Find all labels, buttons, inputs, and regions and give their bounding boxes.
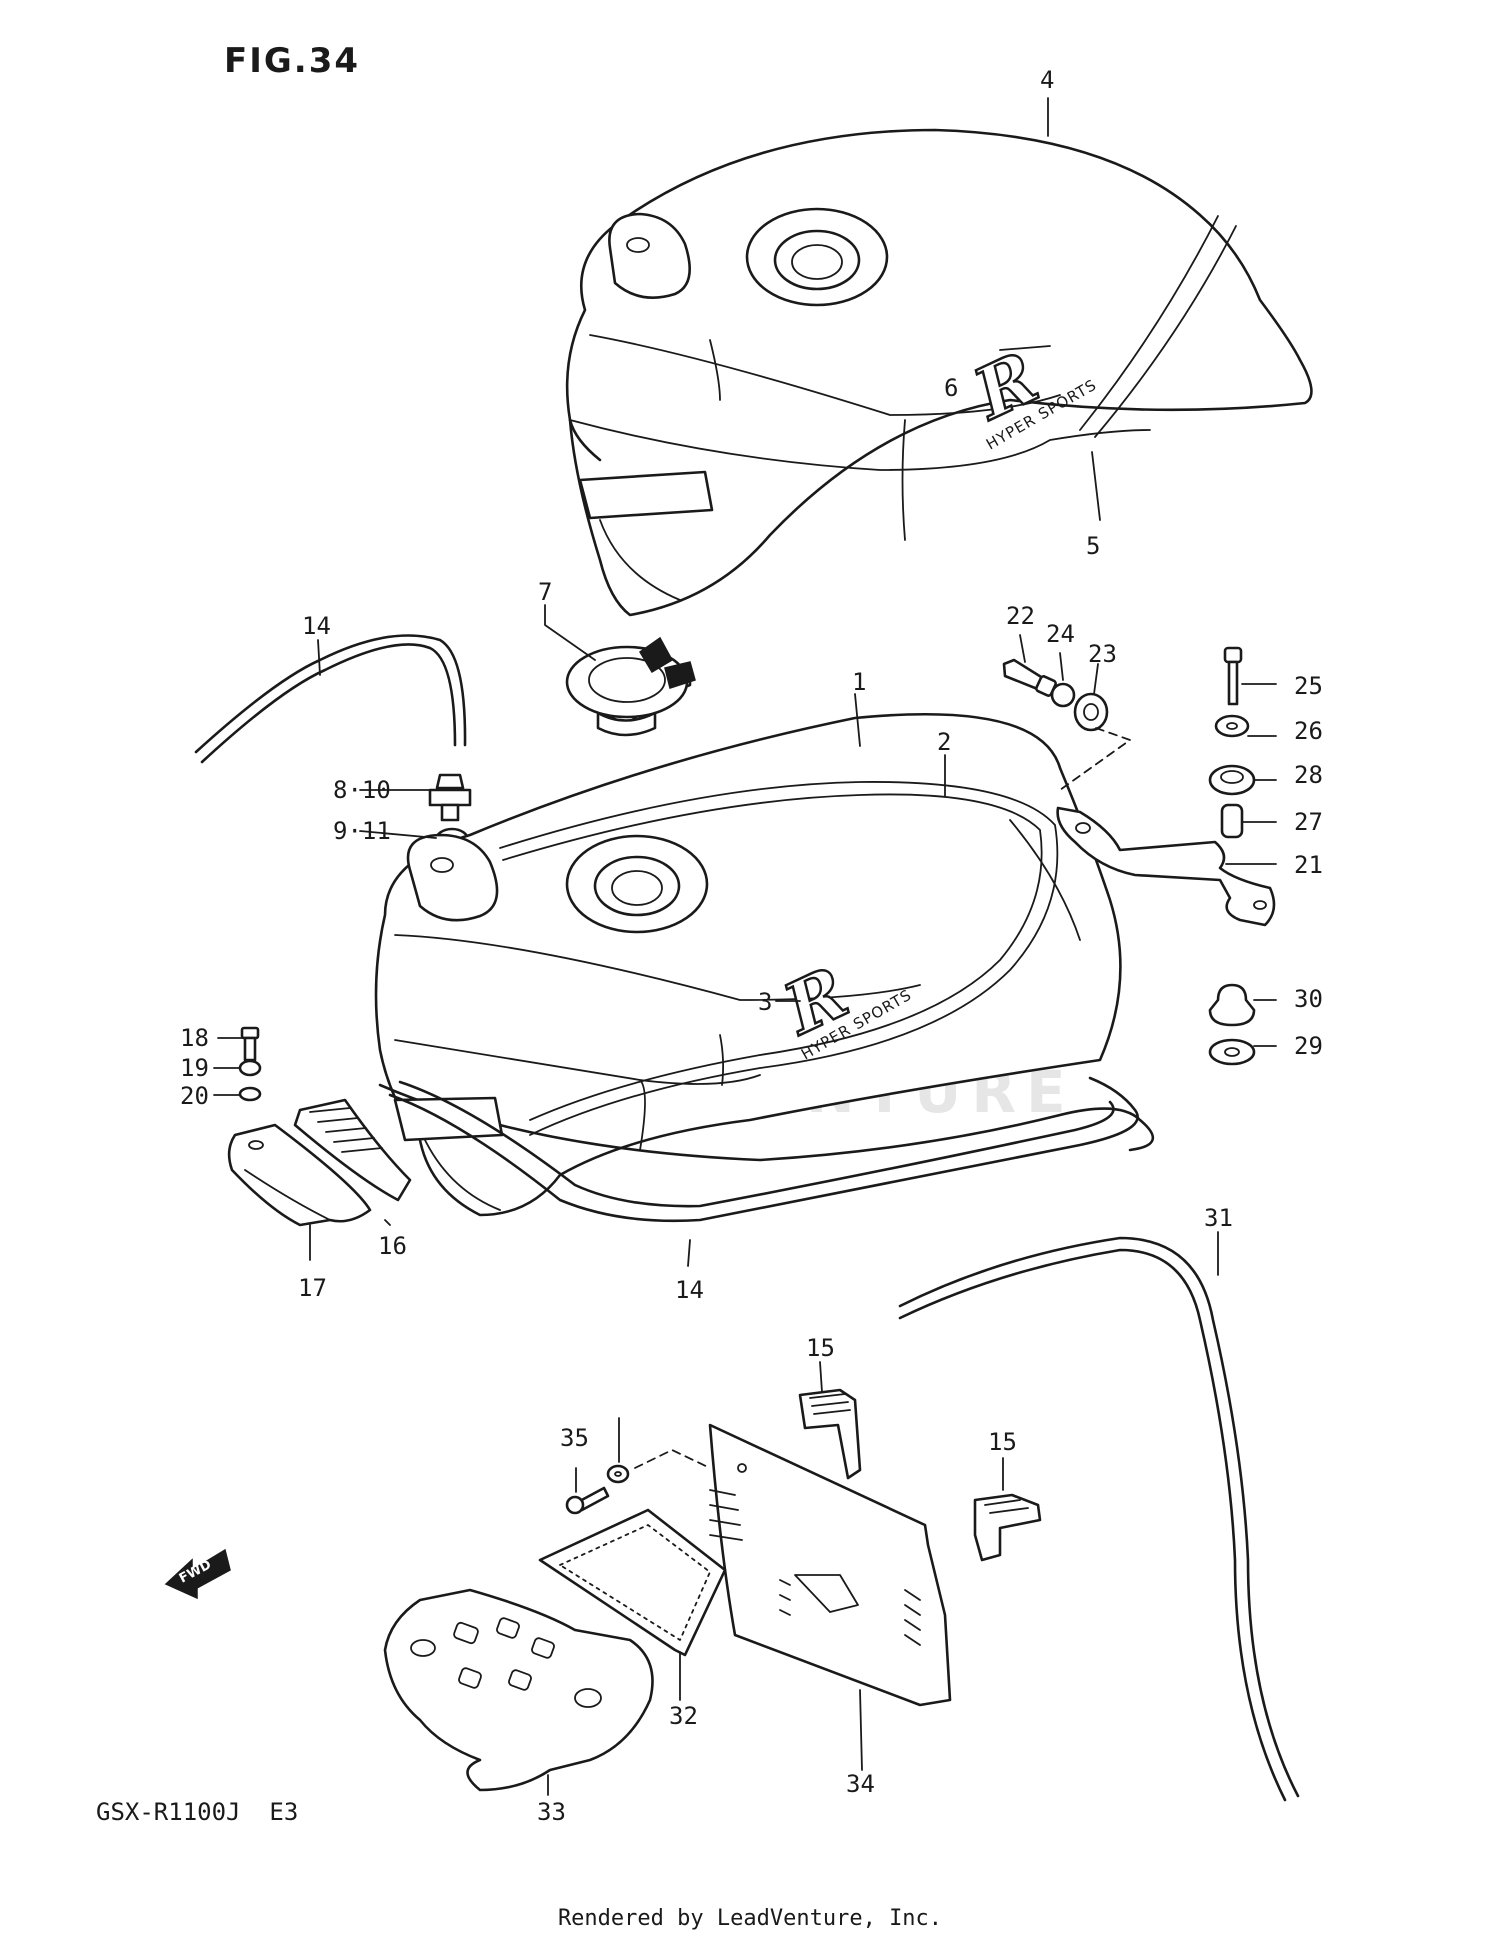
- hose-12: [200, 643, 457, 764]
- model-code: GSX-R1100J E3: [96, 1798, 298, 1826]
- callout-9-11: 9·11: [333, 817, 391, 845]
- collar-23: [1050, 682, 1076, 708]
- leader-dash-35-33: [634, 1449, 711, 1469]
- plate-33: [708, 1423, 952, 1707]
- bracket-20: [1056, 806, 1276, 927]
- washer-28: [1208, 1038, 1256, 1066]
- callout-15: 16: [378, 1232, 407, 1260]
- callout-27: 28: [1294, 761, 1323, 789]
- cushion-27: [1208, 764, 1256, 796]
- callout-1: 1: [852, 668, 866, 696]
- washer-35: [606, 1464, 630, 1484]
- callout-3: 3: [758, 988, 772, 1016]
- callout-12: 14: [302, 612, 331, 640]
- callout-6: 6: [944, 374, 958, 402]
- guide-16: [227, 1123, 372, 1227]
- callout-5: 5: [1086, 532, 1100, 560]
- cushion-29: [1208, 983, 1256, 1027]
- leader-lines: [213, 97, 1277, 1796]
- callout-14-upper: 15: [806, 1334, 835, 1362]
- callout-22: 23: [1088, 640, 1117, 668]
- callout-20: 21: [1294, 851, 1323, 879]
- cushion-14-lower: [973, 1493, 1042, 1562]
- hose-30: [898, 1248, 1287, 1802]
- callout-2: 2: [937, 728, 951, 756]
- callout-32: 33: [537, 1798, 566, 1826]
- callout-25: 26: [1294, 717, 1323, 745]
- collar-26: [1220, 803, 1244, 839]
- callout-7: 7: [538, 578, 552, 606]
- cushion-14-upper: [798, 1388, 862, 1480]
- footer-credit: Rendered by LeadVenture, Inc.: [557, 1906, 943, 1931]
- bolt-17: [240, 1026, 260, 1062]
- screw-34: [565, 1486, 610, 1515]
- cushion-13: [388, 1076, 1139, 1223]
- cushion-22: [1073, 692, 1109, 732]
- callout-8-10: 8·10: [333, 776, 391, 804]
- callout-17: 18: [180, 1024, 209, 1052]
- bolt-24: [1223, 646, 1243, 706]
- callout-18: 19: [180, 1054, 209, 1082]
- clip-15: [293, 1098, 412, 1202]
- callout-26: 27: [1294, 808, 1323, 836]
- figure-title: FIG.34: [224, 41, 360, 81]
- fuel-cap: [565, 636, 696, 737]
- callout-13: 14: [675, 1276, 704, 1304]
- fuel-tank-upper: R HYPER SPORTS: [565, 128, 1313, 617]
- callout-16: 17: [298, 1274, 327, 1302]
- callout-4: 4: [1040, 66, 1054, 94]
- leader-dash-22-20: [1059, 727, 1131, 791]
- plate-31: [538, 1508, 727, 1657]
- callout-19: 20: [180, 1082, 209, 1110]
- fuel-tank-lower: R HYPER SPORTS: [374, 712, 1154, 1217]
- callout-labels: 4 6 5 7 14 8·10 9·11 1 2 3 22 24 23 25 2…: [180, 66, 1323, 1826]
- washer-19: [238, 1086, 262, 1102]
- forward-arrow-icon: FWD: [164, 1548, 231, 1600]
- callout-34: 35: [560, 1424, 589, 1452]
- callout-23: 24: [1046, 620, 1075, 648]
- callout-30: 31: [1204, 1204, 1233, 1232]
- callout-33: 34: [846, 1770, 875, 1798]
- callout-24: 25: [1294, 672, 1323, 700]
- callout-21: 22: [1006, 602, 1035, 630]
- nut-18: [238, 1059, 262, 1077]
- washer-25: [1214, 714, 1250, 738]
- callout-14-lower: 15: [988, 1428, 1017, 1456]
- plate-32: [383, 1588, 654, 1792]
- callout-31: 32: [669, 1702, 698, 1730]
- bolt-21: [1002, 658, 1057, 697]
- callout-28: 29: [1294, 1032, 1323, 1060]
- callout-29: 30: [1294, 985, 1323, 1013]
